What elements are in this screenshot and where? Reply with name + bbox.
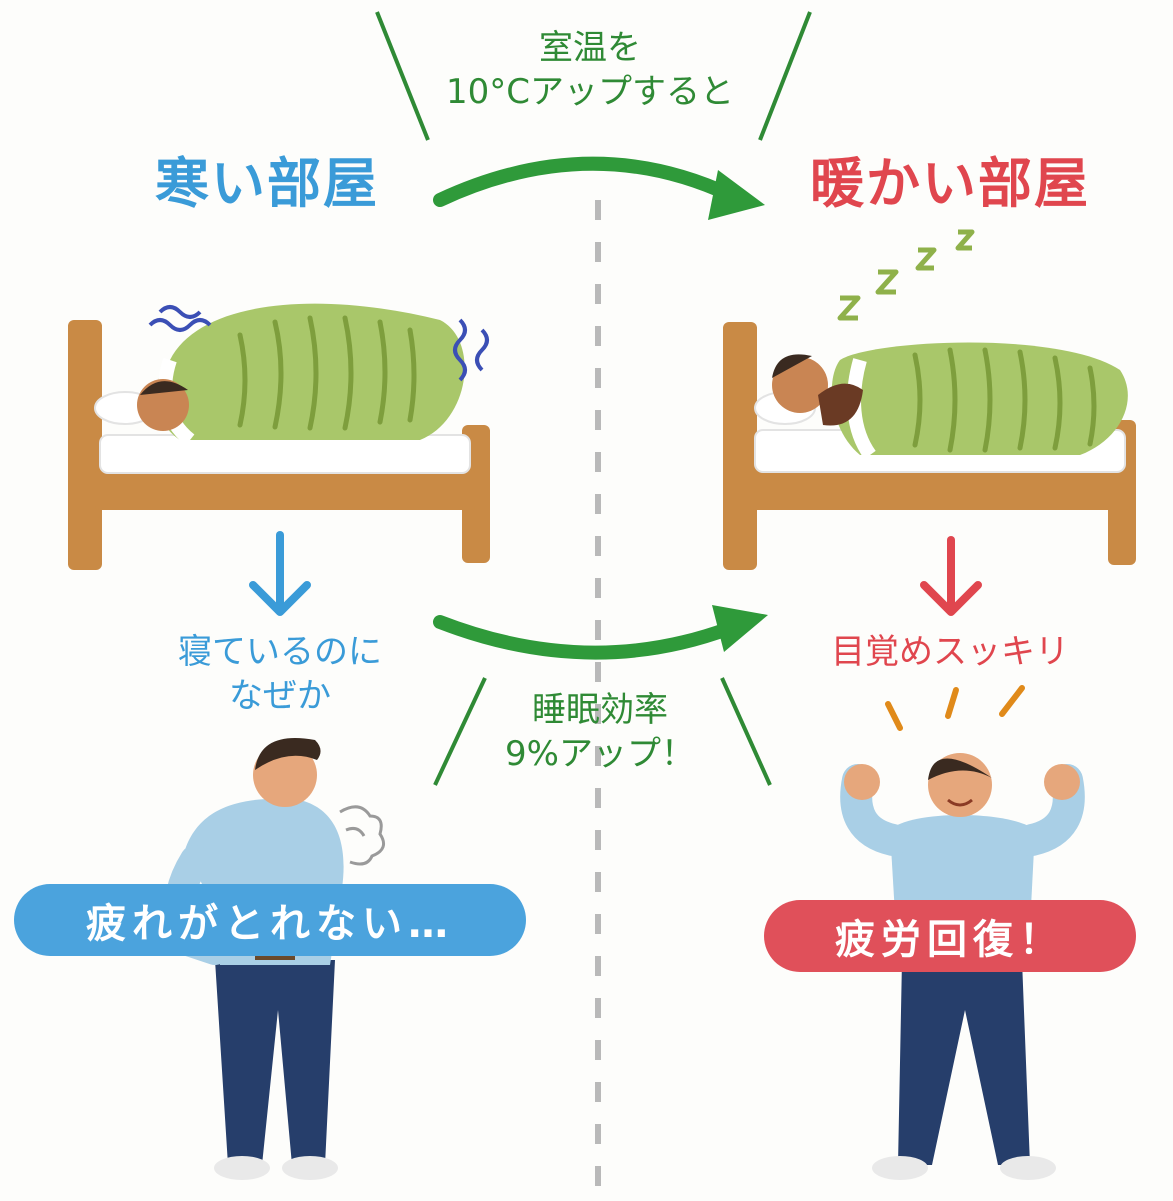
warm-result-badge: 疲労回復！ — [764, 900, 1136, 972]
left-bed-illustration — [68, 303, 490, 570]
sleep-z-marks — [837, 229, 975, 321]
cold-down-arrow — [249, 531, 311, 616]
mid-note-bracket-left — [433, 677, 487, 786]
warm-down-arrow — [920, 536, 982, 616]
warm-room-title: 暖かい部屋 — [810, 152, 1090, 215]
top-note-line2: 10°Cアップすると — [445, 72, 734, 112]
mid-note-bracket-right — [720, 677, 772, 786]
top-note-line1: 室温を — [539, 28, 641, 68]
cold-room-title: 寒い部屋 — [155, 152, 379, 215]
tired-person-illustration — [164, 738, 386, 1180]
mid-note-line1: 睡眠効率 — [532, 690, 668, 730]
cold-caption-line1: 寝ているのに — [178, 632, 382, 672]
cold-result-badge: 疲れがとれない… — [14, 884, 526, 956]
cold-result-text: 疲れがとれない… — [86, 901, 454, 947]
warm-result-text: 疲労回復！ — [835, 917, 1065, 963]
right-bed-illustration — [723, 322, 1136, 570]
top-note-bracket-left — [375, 11, 430, 141]
cold-caption-line2: なぜか — [229, 676, 331, 716]
top-green-arrow — [433, 156, 737, 207]
top-green-arrow-head — [708, 170, 765, 220]
mid-green-arrow-head — [712, 605, 768, 652]
warm-caption: 目覚めスッキリ — [831, 632, 1069, 672]
top-note-bracket-right — [758, 11, 812, 141]
mid-green-arrow — [433, 615, 737, 660]
mid-note-line2: 9%アップ！ — [505, 734, 695, 774]
